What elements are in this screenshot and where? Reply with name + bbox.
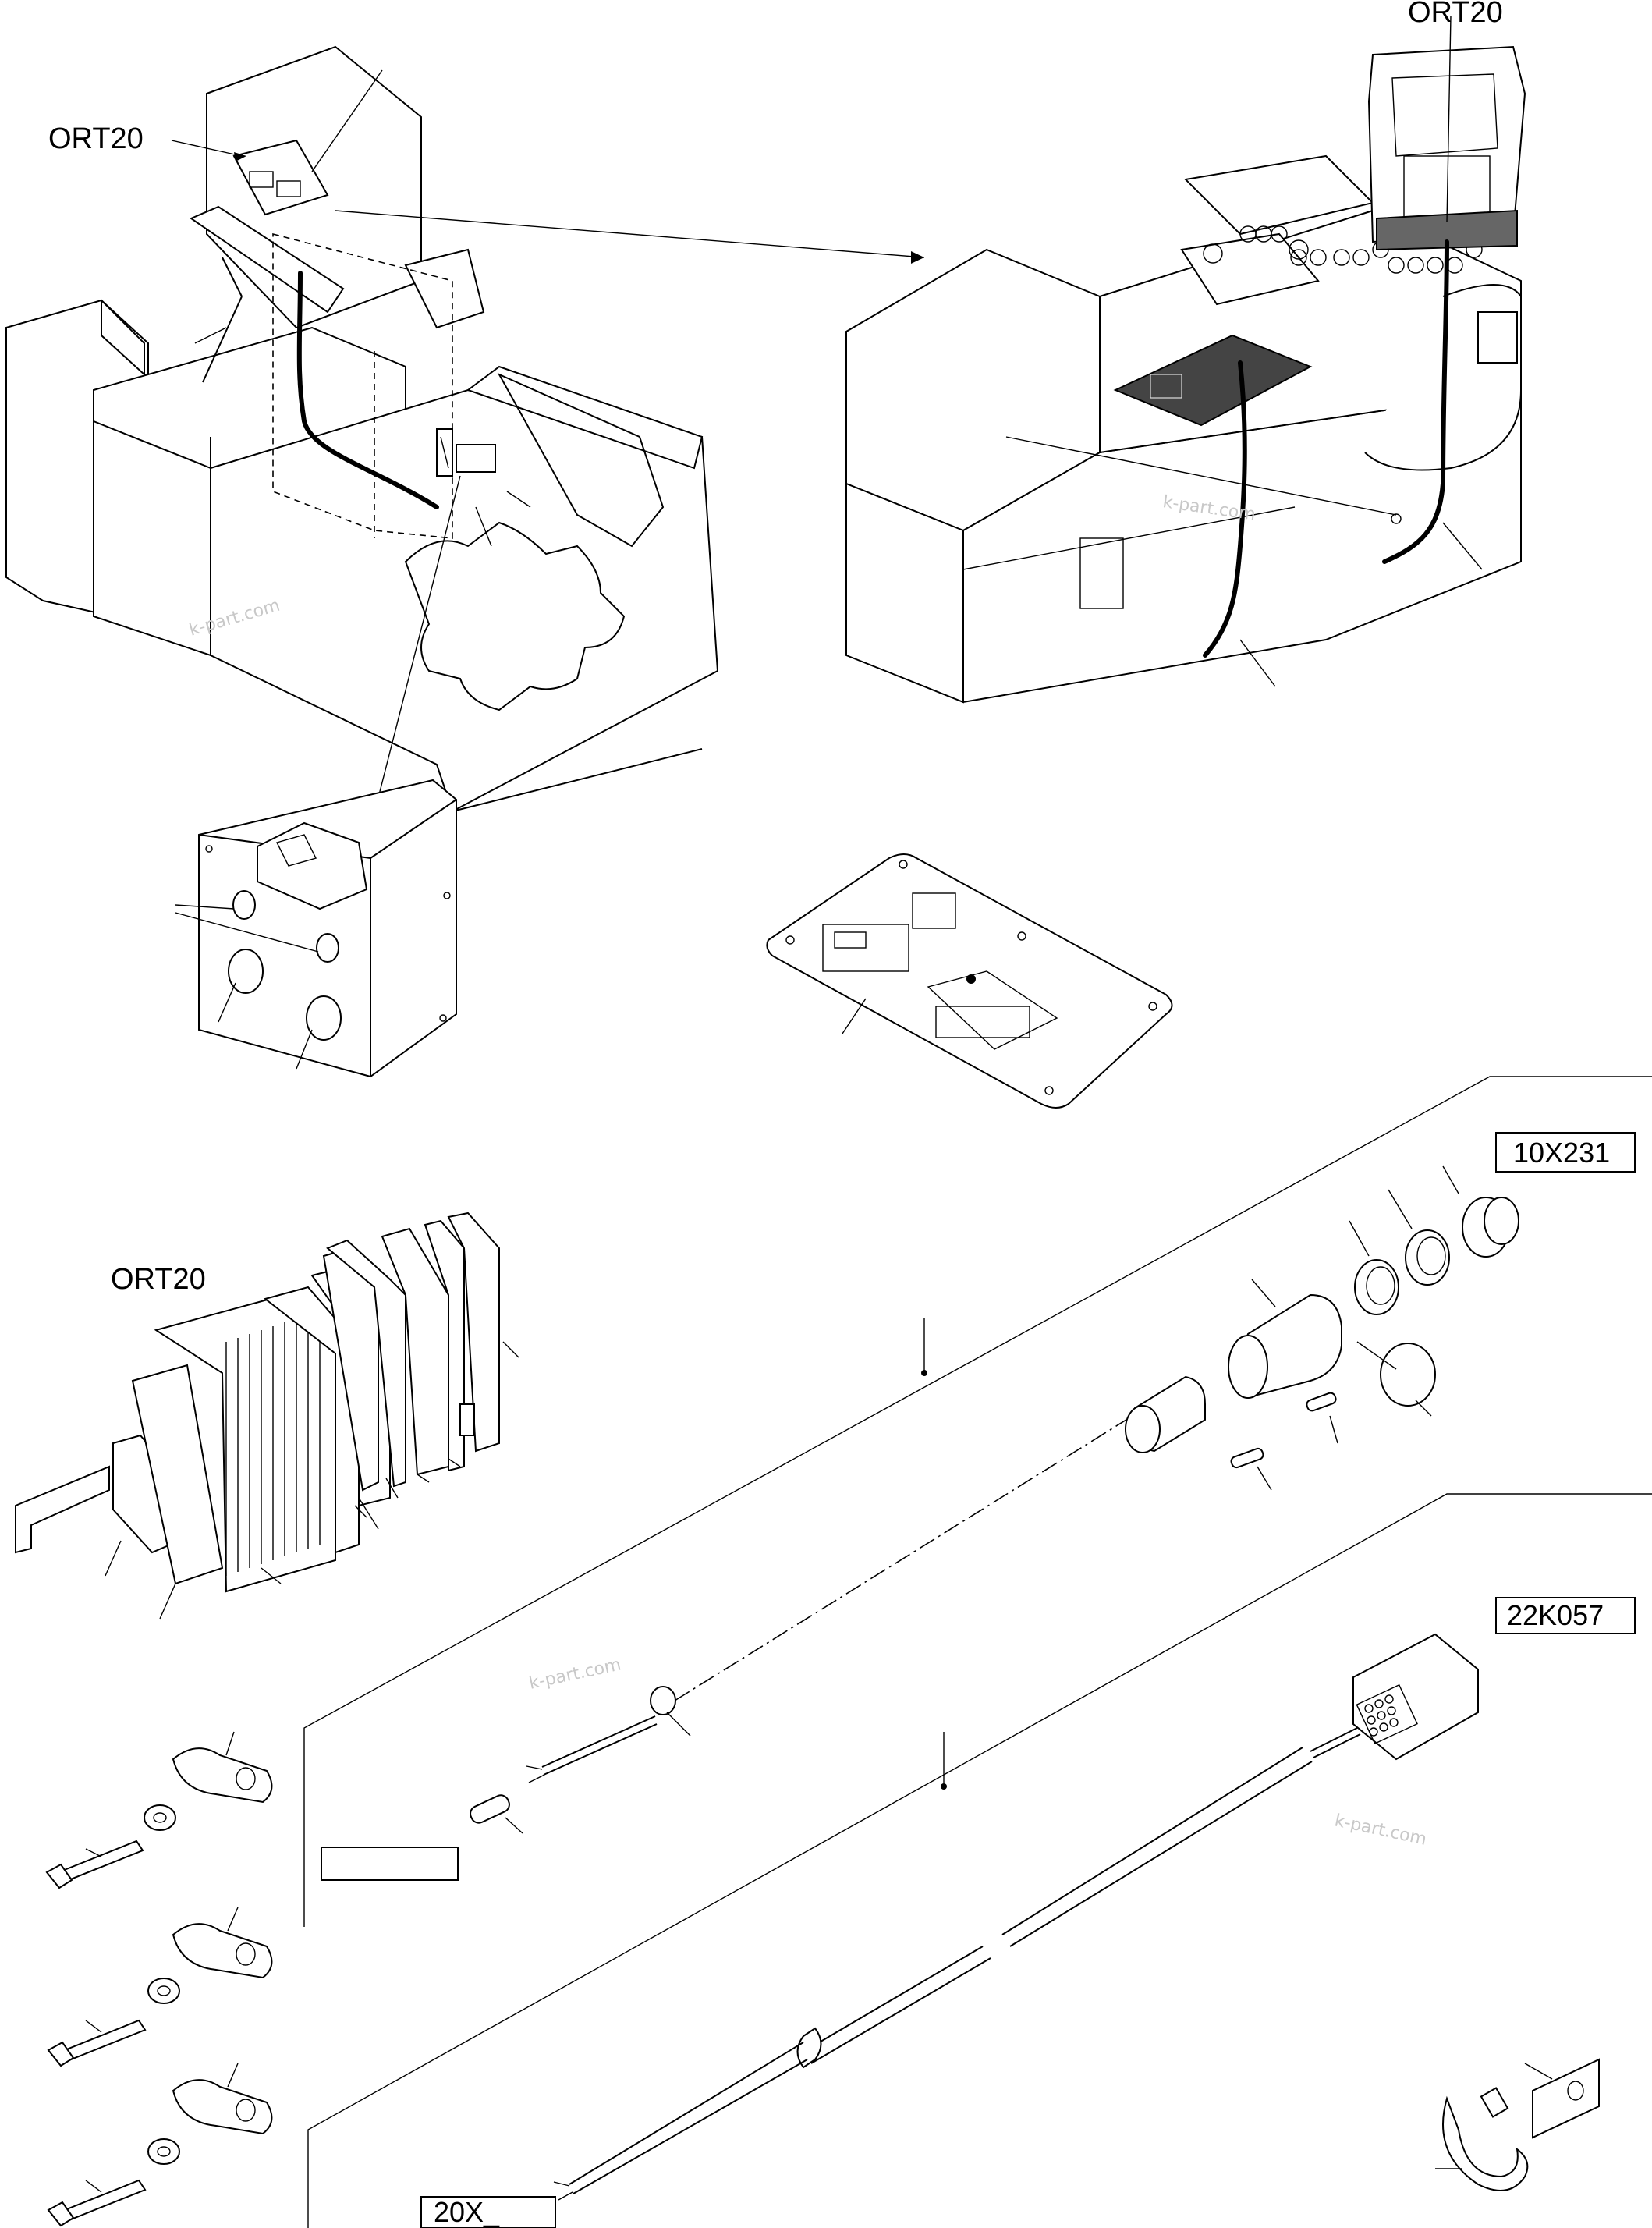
clamp-bolt-set-3 — [47, 2063, 273, 2227]
watermark-3: k-part.com — [527, 1655, 622, 1694]
ort20-label-terminal: ORT20 — [111, 1263, 206, 1296]
junction-box — [175, 779, 457, 1078]
operator-console — [845, 15, 1526, 704]
ort20-label-top-right: ORT20 — [1408, 0, 1503, 29]
connector-label-22k057: 22K057 — [1495, 1597, 1636, 1634]
connector-id-20x: 20X_ — [434, 2196, 500, 2228]
wire-and-ferrules — [470, 1686, 691, 1834]
terminal-block-assembly — [15, 1212, 519, 1620]
connection-arrow-right — [335, 210, 925, 264]
clamp-bolt-set-1 — [45, 1731, 273, 1889]
cable-tie-and-tag — [1435, 2058, 1600, 2191]
terminal-slices — [225, 1311, 321, 1576]
console-buttons — [1239, 225, 1483, 274]
clamp-bolt-set-2 — [47, 1907, 273, 2067]
connector-cavities — [1364, 1694, 1399, 1737]
ort20-label-top-left: ORT20 — [48, 122, 144, 155]
connector-10x231-assembly — [674, 1165, 1519, 1701]
connector-id-10x231: 10X231 — [1513, 1137, 1610, 1169]
connector-label-10x231: 10X231 — [1495, 1132, 1636, 1173]
watermark-4: k-part.com — [1333, 1811, 1428, 1849]
blank-label-box — [321, 1847, 459, 1881]
harness-22k057 — [553, 1633, 1479, 2201]
control-panel-plate — [766, 853, 1173, 1109]
connector-label-20x: 20X_ — [420, 2196, 556, 2228]
connector-id-22k057: 22K057 — [1507, 1599, 1604, 1631]
callout-frames — [303, 1076, 1652, 2228]
machine-overview — [5, 45, 719, 813]
